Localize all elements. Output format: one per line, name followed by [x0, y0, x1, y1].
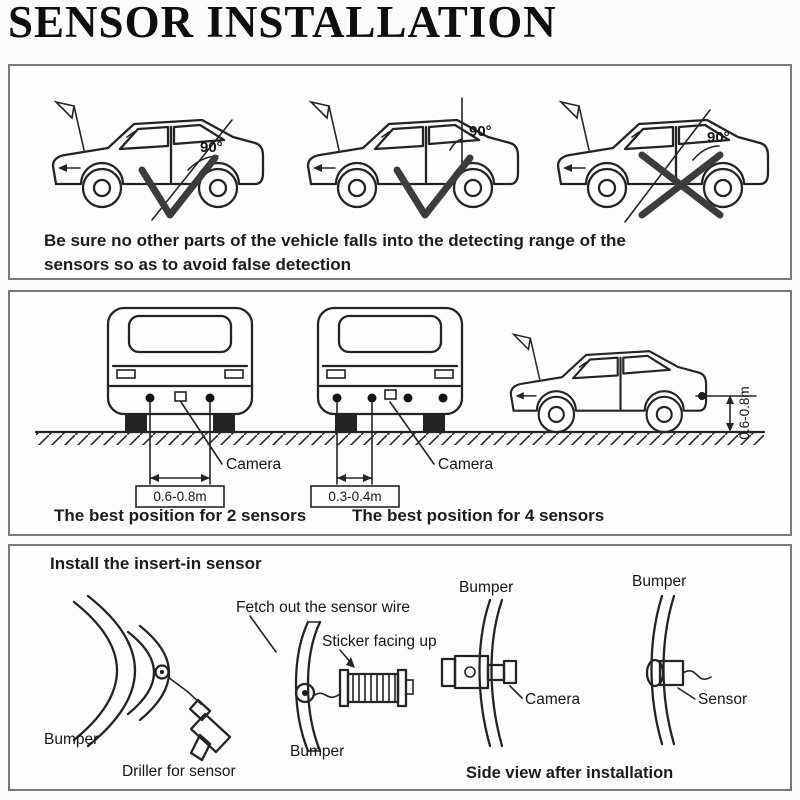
bumper-section — [478, 598, 492, 748]
bumper-label: Bumper — [459, 579, 513, 596]
panel3-drawing: Bumper Driller for sensor Fetch out the … — [44, 573, 747, 782]
side-view-caption: Side view after installation — [466, 764, 673, 782]
angle-arc — [692, 145, 720, 161]
sticker-arrowhead — [346, 657, 355, 668]
car-example-wrong: 90° — [556, 100, 770, 223]
sensor-installed-view: Bumper Sensor Side view after installati… — [466, 573, 747, 782]
drill-icon — [187, 691, 232, 762]
sticker-hatching — [352, 673, 396, 703]
car-example-correct-1: 90° — [51, 100, 265, 221]
height-dimension-label: 0.6-0.8m — [737, 386, 752, 439]
panel-sensor-positions: 0.6-0.8m Camera 0.3-0.4m Camera 0.6-0.8m — [8, 290, 792, 536]
fetch-leader — [249, 615, 277, 653]
arrowhead-left — [337, 474, 346, 482]
angle-arc — [449, 138, 463, 151]
bumper-arc — [126, 630, 155, 716]
inserted-sensor — [294, 682, 316, 704]
bumper-section — [662, 594, 676, 746]
ground-hatching — [36, 433, 764, 445]
angle-label: 90° — [707, 129, 730, 146]
bumper-label: Bumper — [632, 573, 686, 590]
arrowhead-right — [363, 474, 372, 482]
sensor-dot — [145, 393, 155, 403]
camera-unit — [384, 389, 397, 400]
dimension-label-4-sensor: 0.3-0.4m — [328, 489, 381, 504]
dimension-leader — [336, 402, 373, 485]
angle-label: 90° — [200, 139, 223, 156]
bumper-label: Bumper — [44, 731, 98, 748]
sensor-sticker-cylinder — [338, 668, 414, 708]
side-car-mounting-height — [509, 333, 708, 434]
caption-line-1: Be sure no other parts of the vehicle fa… — [44, 231, 626, 250]
drilled-hole — [154, 664, 170, 680]
camera-leader — [509, 685, 523, 699]
detection-angle-line — [624, 109, 711, 223]
panel1-drawing: 90° 90° 90° — [51, 97, 770, 223]
camera-label: Camera — [438, 456, 494, 473]
camera-leader — [389, 401, 435, 465]
wire-and-sticker-step: Fetch out the sensor wire Sticker facing… — [236, 599, 437, 760]
panel-install-sensor: Install the insert-in sensor Bumper Dril… — [8, 544, 792, 791]
sensor-dot — [438, 393, 448, 403]
bumper-label: Bumper — [290, 743, 344, 760]
car-example-correct-2: 90° — [306, 97, 520, 219]
arrowhead-down — [726, 423, 734, 432]
cross-icon — [638, 151, 724, 219]
dimension-label-2-sensor: 0.6-0.8m — [153, 489, 206, 504]
camera-label: Camera — [226, 456, 282, 473]
dimension-leader — [149, 402, 211, 485]
sticker-label: Sticker facing up — [322, 633, 437, 650]
panel1-caption: Be sure no other parts of the vehicle fa… — [44, 229, 770, 277]
camera-unit — [174, 391, 187, 402]
fetch-wire-label: Fetch out the sensor wire — [236, 599, 410, 616]
arrowhead-right — [201, 474, 210, 482]
arrowhead-up — [726, 395, 734, 404]
camera-assembly — [440, 654, 518, 690]
sensor-dot — [332, 393, 342, 403]
camera-lens — [464, 666, 476, 678]
check-icon — [393, 154, 474, 219]
sensor-leader — [677, 687, 696, 700]
rear-car-4-sensors — [316, 306, 464, 433]
drill-leader — [167, 676, 189, 693]
camera-installed-view: Bumper Camera — [440, 579, 581, 748]
car-rear-illustration — [106, 306, 254, 433]
camera-label: Camera — [525, 691, 581, 708]
sensor-dot — [403, 393, 413, 403]
bumper-arc — [72, 600, 119, 742]
page-title: SENSOR INSTALLATION — [8, 0, 557, 47]
bumper-section — [294, 620, 310, 753]
camera-leader — [180, 401, 223, 465]
car-side-illustration — [509, 333, 708, 434]
bumper-section — [650, 594, 664, 746]
sensor-dot — [367, 393, 377, 403]
bumper-section — [490, 598, 504, 748]
hole-center — [160, 670, 164, 674]
panel-detection-angle: 90° 90° 90° Be sure no other parts of th… — [8, 64, 792, 280]
angle-label: 90° — [469, 123, 492, 140]
sensor-head — [645, 658, 712, 688]
drilling-step: Bumper Driller for sensor — [44, 594, 236, 780]
panel3-heading: Install the insert-in sensor — [50, 554, 262, 573]
sensor-wire — [682, 670, 712, 680]
panel2-drawing: 0.6-0.8m Camera 0.3-0.4m Camera 0.6-0.8m — [34, 306, 766, 508]
car-rear-illustration — [316, 306, 464, 433]
dimension-box — [310, 485, 400, 508]
caption-2-sensors: The best position for 2 sensors — [54, 506, 307, 525]
dimension-box — [135, 485, 225, 508]
sensor-wire — [312, 692, 341, 699]
arrowhead-left — [150, 474, 159, 482]
driller-label: Driller for sensor — [122, 763, 236, 780]
bumper-arc — [86, 594, 136, 748]
caption-4-sensors: The best position for 4 sensors — [352, 506, 605, 525]
caption-line-2: sensors so as to avoid false detection — [44, 255, 352, 275]
check-icon — [138, 154, 219, 219]
sensor-label: Sensor — [698, 691, 747, 708]
rear-car-2-sensors — [106, 306, 254, 433]
car-side-illustration — [556, 100, 770, 209]
sensor-dot — [205, 393, 215, 403]
